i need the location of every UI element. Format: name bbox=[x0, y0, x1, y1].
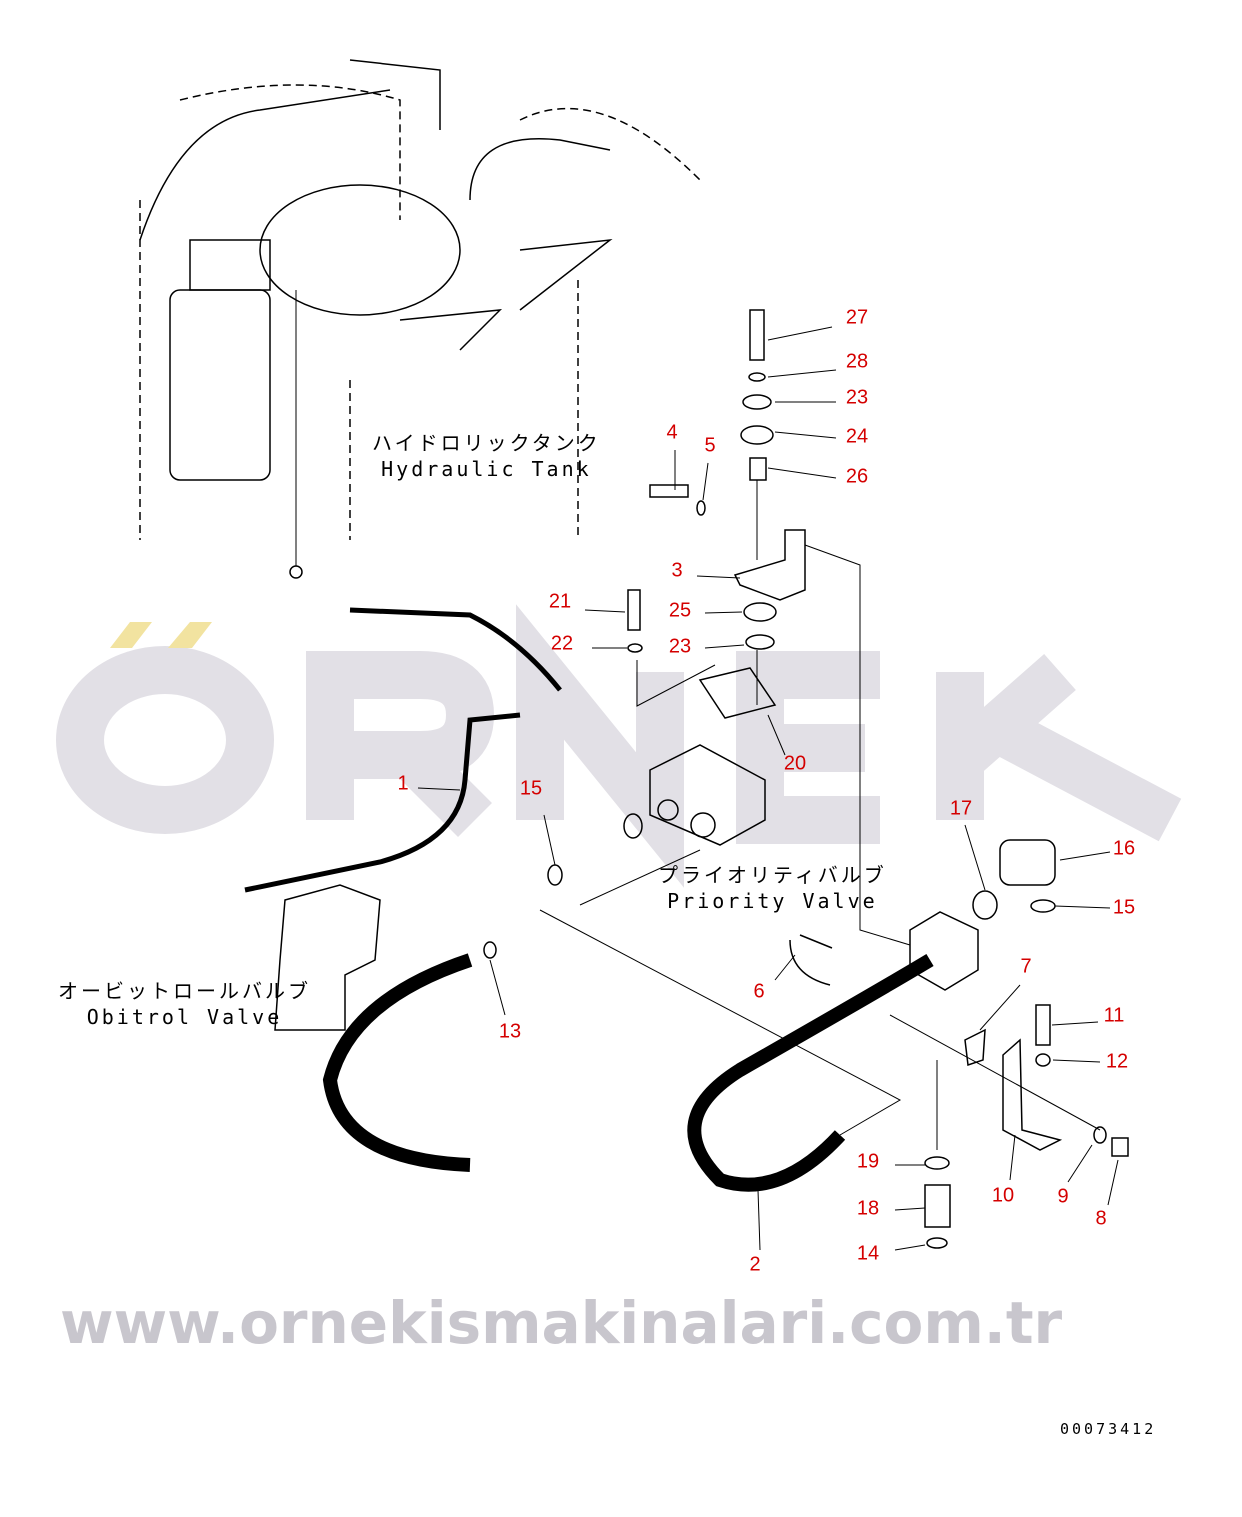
callout-17[interactable]: 17 bbox=[949, 797, 973, 820]
callout-18[interactable]: 18 bbox=[856, 1197, 880, 1220]
callout-25[interactable]: 25 bbox=[668, 599, 692, 622]
callout-3[interactable]: 3 bbox=[671, 559, 683, 582]
watermark-logo bbox=[56, 604, 1182, 888]
callout-11[interactable]: 11 bbox=[1103, 1004, 1125, 1027]
bracket-10 bbox=[1002, 1038, 1063, 1151]
hydraulic-tank-label-jp: ハイドロリックタンク bbox=[372, 431, 601, 455]
hose-upper bbox=[349, 607, 562, 692]
callout-6[interactable]: 6 bbox=[753, 980, 765, 1003]
leader-lines bbox=[295, 290, 1119, 1251]
callout-10[interactable]: 10 bbox=[991, 1184, 1015, 1207]
callout-28[interactable]: 28 bbox=[845, 350, 869, 373]
callout-15[interactable]: 15 bbox=[519, 777, 543, 800]
callout-22[interactable]: 22 bbox=[550, 632, 574, 655]
callout-5[interactable]: 5 bbox=[704, 434, 716, 457]
callout-24[interactable]: 24 bbox=[845, 425, 869, 448]
plate-20 bbox=[698, 667, 777, 719]
callout-14[interactable]: 14 bbox=[856, 1242, 880, 1265]
callout-21[interactable]: 21 bbox=[548, 590, 572, 613]
callout-12[interactable]: 12 bbox=[1105, 1050, 1129, 1073]
manifold-block bbox=[909, 911, 979, 991]
hardware-parts bbox=[289, 309, 1129, 1249]
watermark-accent bbox=[168, 622, 212, 648]
callout-1[interactable]: 1 bbox=[397, 772, 409, 795]
callout-27[interactable]: 27 bbox=[845, 306, 869, 329]
callout-4[interactable]: 4 bbox=[666, 421, 678, 444]
hydraulic-tank-drawing bbox=[139, 59, 701, 540]
document-number: 00073412 bbox=[1060, 1420, 1157, 1438]
hydraulic-tank-label-en: Hydraulic Tank bbox=[381, 457, 592, 481]
callout-9[interactable]: 9 bbox=[1057, 1185, 1069, 1208]
callout-2[interactable]: 2 bbox=[749, 1253, 761, 1276]
callout-13[interactable]: 13 bbox=[498, 1020, 522, 1043]
bracket-3 bbox=[733, 529, 806, 601]
callout-7[interactable]: 7 bbox=[1020, 955, 1032, 978]
callout-26[interactable]: 26 bbox=[845, 465, 869, 488]
callout-23b[interactable]: 23 bbox=[668, 635, 692, 658]
priority-valve-label: プライオリティバルブ Priority Valve bbox=[658, 862, 887, 914]
obitrol-valve-drawing bbox=[274, 884, 381, 1031]
hose-obitrol bbox=[322, 953, 473, 1172]
callout-19[interactable]: 19 bbox=[856, 1150, 880, 1173]
hose-1 bbox=[244, 712, 521, 893]
obitrol-valve-label-jp: オービットロールバルブ bbox=[58, 979, 311, 1003]
obitrol-valve-label: オービットロールバルブ Obitrol Valve bbox=[58, 978, 311, 1030]
priority-valve-label-jp: プライオリティバルブ bbox=[658, 863, 887, 887]
priority-valve-drawing bbox=[623, 744, 766, 846]
hydraulic-tank-label: ハイドロリックタンク Hydraulic Tank bbox=[372, 430, 601, 482]
watermark-url: www.ornekismakinalari.com.tr bbox=[60, 1289, 1063, 1357]
callout-23[interactable]: 23 bbox=[845, 386, 869, 409]
callout-15b[interactable]: 15 bbox=[1112, 896, 1136, 919]
callout-16[interactable]: 16 bbox=[1112, 837, 1136, 860]
hose-2 bbox=[687, 953, 934, 1192]
watermark-accent bbox=[110, 622, 152, 648]
obitrol-valve-label-en: Obitrol Valve bbox=[86, 1005, 283, 1029]
priority-valve-label-en: Priority Valve bbox=[667, 889, 878, 913]
callout-20[interactable]: 20 bbox=[783, 752, 807, 775]
callout-8[interactable]: 8 bbox=[1095, 1207, 1107, 1230]
